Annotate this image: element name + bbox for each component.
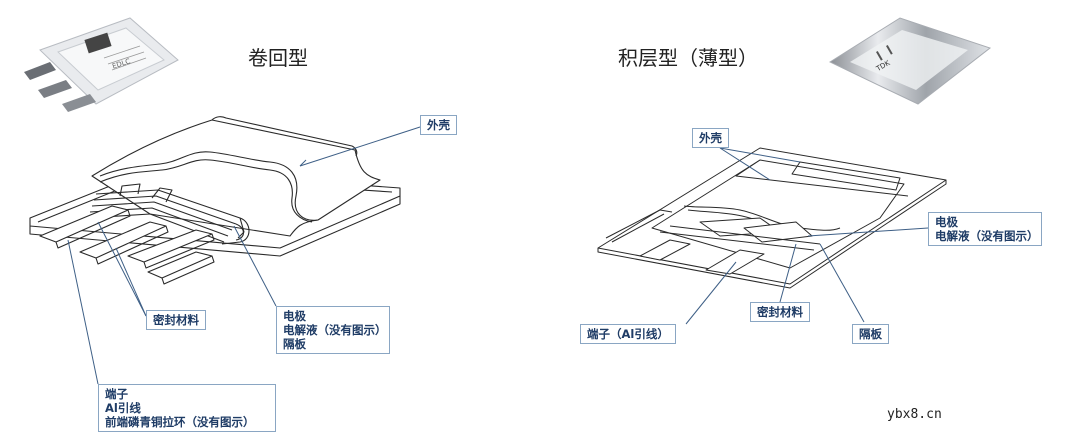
stacked-terminal-label: 端子（Al引线） [580,324,676,344]
rolled-case-text: 外壳 [427,118,450,132]
stacked-electrode-line-1: 电极 [935,215,958,229]
rolled-product-photo [24,17,179,112]
rolled-terminal-label: 端子 Al引线 前端磷青铜拉环（没有图示） [98,384,276,432]
stacked-product-photo [828,17,992,105]
rolled-case-label: 外壳 [420,115,457,135]
rolled-type-title: 卷回型 [248,46,308,70]
stacked-separator-label: 隔板 [852,324,889,344]
rolled-electrode-line-2: 电解液（没有图示） [283,323,387,337]
rolled-sealant-text: 密封材料 [153,313,199,327]
rolled-leader-lines [67,126,421,385]
stacked-type-title: 积层型（薄型） [618,46,758,70]
stacked-case-label: 外壳 [692,128,729,148]
stacked-sealant-label: 密封材料 [750,302,810,322]
stacked-terminal-text: 端子（Al引线） [587,327,669,341]
rolled-terminal-line-1: 端子 [105,387,128,401]
stacked-leader-lines [685,147,929,325]
stacked-sealant-text: 密封材料 [757,305,803,319]
rolled-photo-tabs [24,62,96,112]
stacked-separator-text: 隔板 [859,327,882,341]
rolled-type-cross-section [29,116,401,285]
stacked-electrode-label: 电极 电解液（没有图示） [928,212,1042,246]
watermark: ybx8.cn [887,407,942,422]
rolled-terminal-line-3: 前端磷青铜拉环（没有图示） [105,415,255,429]
rolled-terminal-line-2: Al引线 [105,401,141,415]
rolled-electrode-line-3: 隔板 [283,337,306,351]
stacked-electrode-line-2: 电解液（没有图示） [935,229,1039,243]
rolled-electrode-line-1: 电极 [283,309,306,323]
rolled-sealant-label: 密封材料 [146,310,206,330]
stacked-case-text: 外壳 [699,131,722,145]
rolled-electrode-label: 电极 电解液（没有图示） 隔板 [276,306,390,354]
stacked-type-cross-section [597,147,947,289]
